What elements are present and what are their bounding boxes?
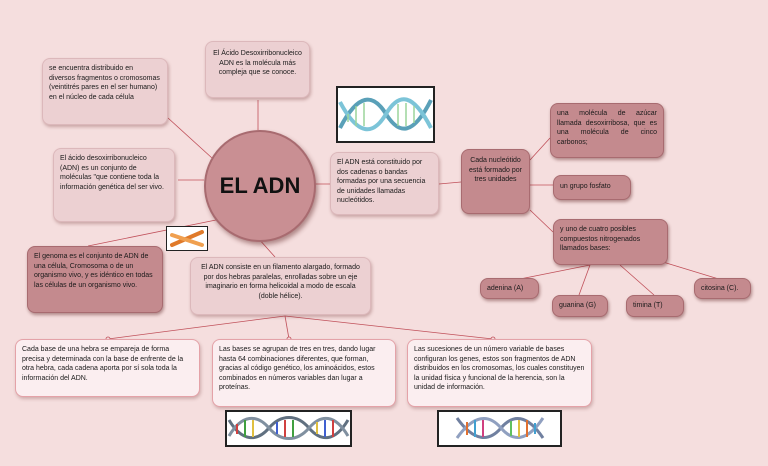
node-bases-text: y uno de cuatro posibles compuestos nitr… [560,226,641,252]
dna-helix-image-top [336,86,435,143]
node-base-guanine: guanina (G) [552,295,608,317]
node-base-cytosine-text: citosina (C). [701,285,739,292]
node-bases: y uno de cuatro posibles compuestos nitr… [553,219,668,265]
node-sugar: una molécula de azúcar llamada desoxirri… [550,103,664,158]
node-genetic-info-text: El ácido desoxirribonucleico (ADN) es un… [60,155,164,191]
node-structure-filament: El ADN consiste en un filamento alargado… [190,257,371,315]
node-genes: Las sucesiones de un número variable de … [407,339,592,407]
node-sugar-text: una molécula de azúcar llamada desoxirri… [557,110,657,146]
dna-strand-graphic [227,416,350,440]
node-constitution-text: El ADN está constituido por dos cadenas … [337,159,426,204]
node-base-thymine: timina (T) [626,295,684,317]
node-genome-text: El genoma es el conjunto de ADN de una c… [34,253,153,289]
chromosome-image [166,226,208,251]
node-nucleotide-text: Cada nucleótido está formado por tres un… [469,157,522,183]
node-pairing-text: Cada base de una hebra se empareja de fo… [22,346,184,382]
node-base-guanine-text: guanina (G) [559,302,596,309]
node-codons: Las bases se agrupan de tres en tres, da… [212,339,396,407]
chromosome-graphic [170,230,204,247]
node-structure-filament-text: El ADN consiste en un filamento alargado… [201,264,360,300]
node-definition: El Ácido Desoxirribonucleico ADN es la m… [205,41,310,98]
node-base-thymine-text: timina (T) [633,302,663,309]
dna-helix-image-bottom-left [225,410,352,447]
node-base-adenine: adenina (A) [480,278,539,299]
node-base-adenine-text: adenina (A) [487,285,524,292]
node-phosphate-text: un grupo fosfato [560,183,611,190]
node-nucleotide: Cada nucleótido está formado por tres un… [461,149,530,214]
node-distribution-text: se encuentra distribuido en diversos fra… [49,65,160,101]
node-codons-text: Las bases se agrupan de tres en tres, da… [219,346,376,391]
main-title-text: EL ADN [219,173,301,198]
node-definition-text: El Ácido Desoxirribonucleico ADN es la m… [213,50,302,76]
node-genome: El genoma es el conjunto de ADN de una c… [27,246,163,313]
node-genes-text: Las sucesiones de un número variable de … [414,346,585,391]
dna-helix-color-graphic [455,417,545,439]
main-title: EL ADN [204,130,316,242]
node-pairing: Cada base de una hebra se empareja de fo… [15,339,200,397]
dna-helix-graphic [338,97,433,132]
dna-helix-image-bottom-right [437,410,562,447]
node-distribution: se encuentra distribuido en diversos fra… [42,58,168,125]
node-constitution: El ADN está constituido por dos cadenas … [330,152,439,215]
node-base-cytosine: citosina (C). [694,278,751,299]
node-phosphate: un grupo fosfato [553,175,631,200]
node-genetic-info: El ácido desoxirribonucleico (ADN) es un… [53,148,175,222]
